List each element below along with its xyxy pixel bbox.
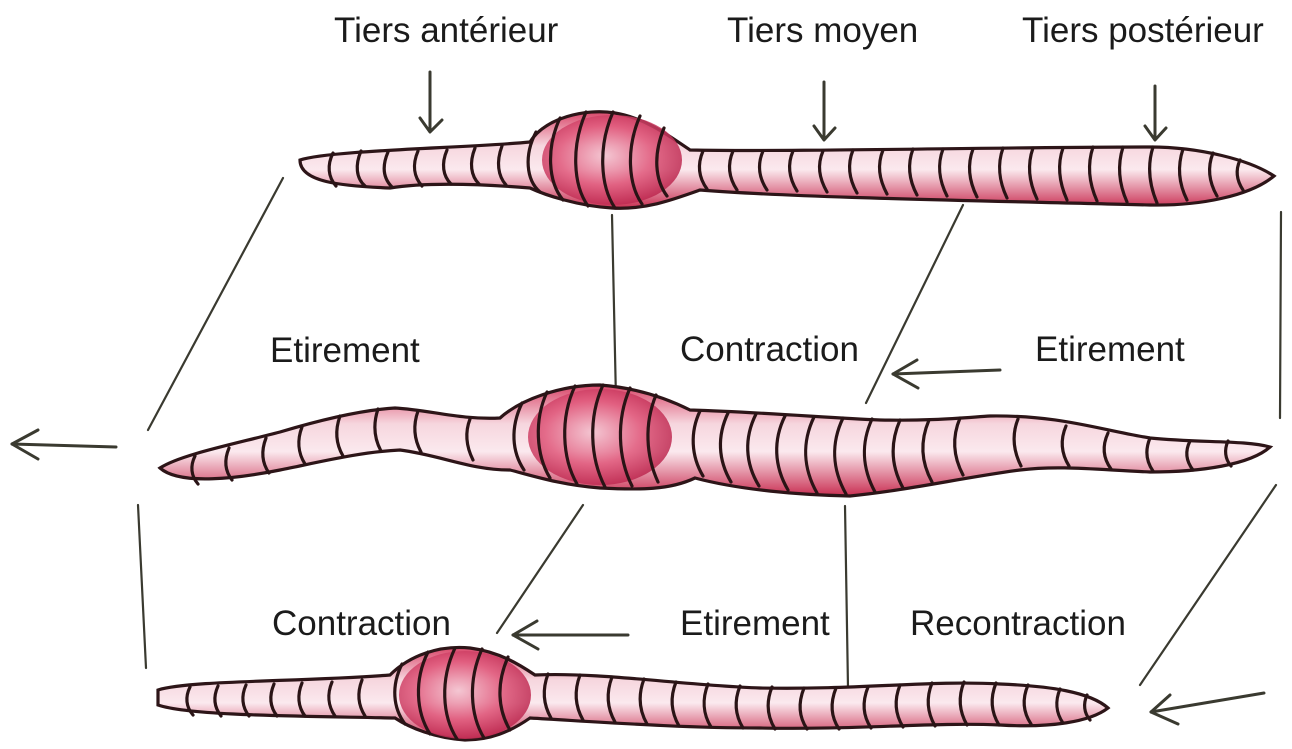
arrow-left-middle-row xyxy=(893,360,1000,388)
worm-middle xyxy=(160,385,1270,496)
worm-top-clitellum xyxy=(542,115,682,205)
arrow-down-middle xyxy=(814,82,835,140)
guide-line-right-diagonal xyxy=(1140,485,1276,685)
guide-line-left-lower xyxy=(138,505,146,668)
worm-middle-body xyxy=(160,385,1270,496)
label-contraction-bottom: Contraction xyxy=(272,604,451,643)
label-posterior-third: Tiers postérieur xyxy=(1022,11,1264,50)
worm-bottom xyxy=(158,647,1108,740)
label-stretch-right: Etirement xyxy=(1035,330,1185,369)
labels: Tiers antérieur Tiers moyen Tiers postér… xyxy=(270,11,1264,643)
guide-line-left-upper xyxy=(148,178,283,430)
arrow-left-outer xyxy=(12,430,116,459)
label-contraction-middle: Contraction xyxy=(680,330,859,369)
worm-top-body xyxy=(300,112,1274,209)
guide-line-middle-vertical xyxy=(845,506,848,688)
guide-line-clitellum-lower xyxy=(497,505,583,633)
guide-line-clitellum-top xyxy=(612,215,616,400)
label-anterior-third: Tiers antérieur xyxy=(334,11,559,50)
worm-middle-clitellum xyxy=(528,389,672,485)
arrow-left-bottom-row xyxy=(513,621,628,649)
label-recontraction: Recontraction xyxy=(910,604,1126,643)
arrow-left-bottom-right xyxy=(1151,693,1264,724)
label-stretch-left: Etirement xyxy=(270,331,420,370)
worm-top xyxy=(300,112,1274,209)
label-middle-third: Tiers moyen xyxy=(727,11,918,50)
guide-line-right-vertical xyxy=(1280,212,1281,418)
label-stretch-bottom: Etirement xyxy=(680,604,830,643)
arrow-down-anterior xyxy=(420,72,442,132)
arrow-down-posterior xyxy=(1145,86,1166,140)
